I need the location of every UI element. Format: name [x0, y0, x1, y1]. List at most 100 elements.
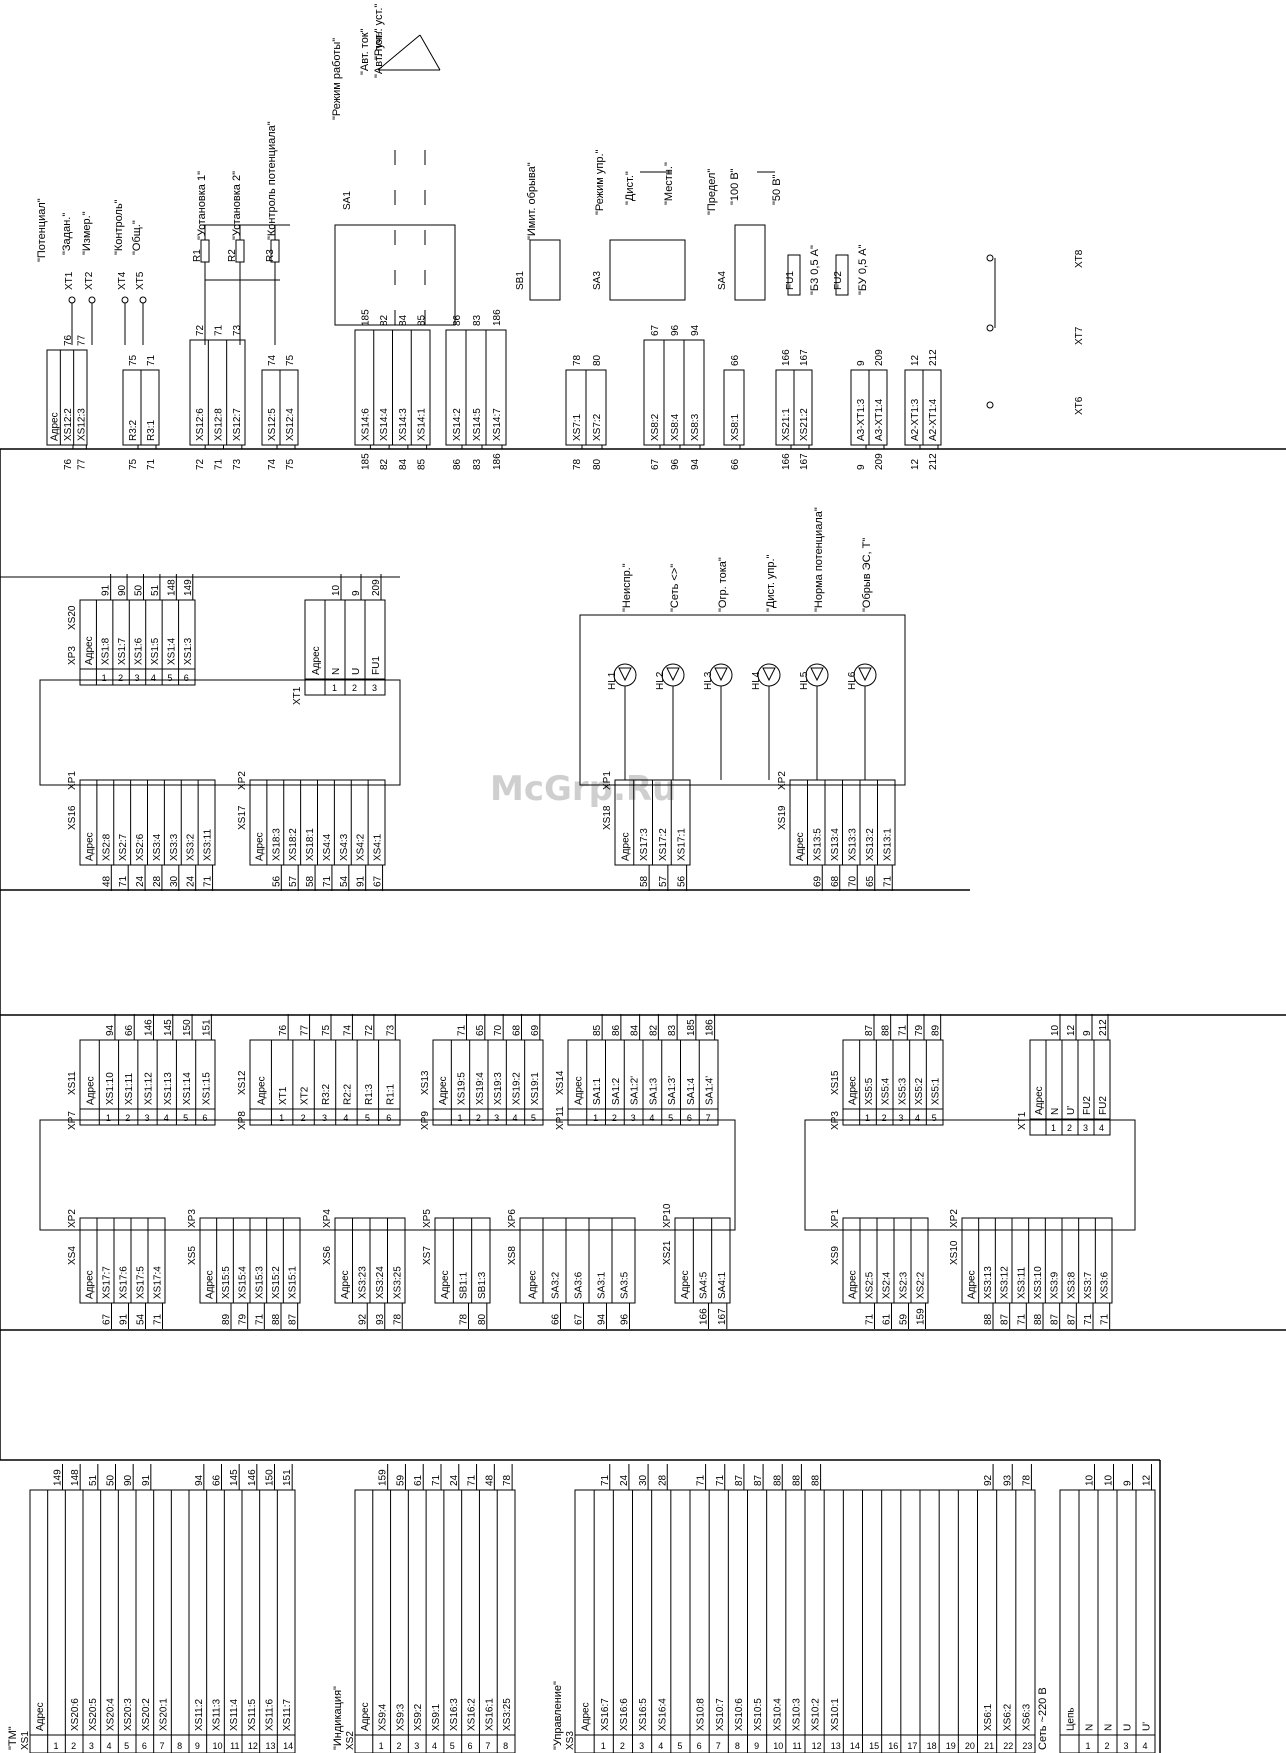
- switch-id: FU1: [785, 271, 796, 290]
- pin-number: 1: [601, 1741, 606, 1751]
- pin-number: 14: [283, 1741, 293, 1751]
- pin-number: 3: [145, 1113, 150, 1123]
- table-cell: XS12:5: [267, 408, 278, 441]
- table-cell: XS12:2: [63, 408, 74, 441]
- pin-number: 3: [1124, 1741, 1129, 1751]
- wire-number: 96: [620, 1313, 631, 1325]
- table-cell: XS4:4: [322, 833, 333, 861]
- pin-number: 1: [1086, 1741, 1091, 1751]
- table-cell: XS3:23: [357, 1266, 368, 1299]
- table-cell: XS3:13: [983, 1266, 994, 1299]
- pin-number: 3: [1083, 1123, 1088, 1133]
- ground-terminal-icon: [986, 401, 994, 409]
- table-cell: XS14:2: [452, 408, 463, 441]
- pin-number: 2: [71, 1741, 76, 1751]
- table-cell: XS1:15: [201, 1072, 212, 1105]
- pin-number: 3: [89, 1741, 94, 1751]
- pin-number: 19: [946, 1741, 956, 1751]
- table-cell: XS16:4: [657, 1698, 668, 1731]
- pin-number: 1: [379, 1741, 384, 1751]
- wire-number: 78: [502, 1474, 513, 1486]
- wire-number: 148: [166, 579, 177, 596]
- top-terminal-block: [189, 339, 246, 446]
- wire-number: 71: [214, 324, 225, 336]
- wire-number: 10: [1104, 1474, 1115, 1486]
- wire-number: 54: [339, 875, 350, 887]
- table-cell: XS17:6: [119, 1266, 130, 1299]
- table-cell: XS16:7: [600, 1698, 611, 1731]
- connector-id: XP1: [830, 1209, 841, 1228]
- wire-number: 75: [321, 1024, 332, 1036]
- connector-id: XP2: [67, 1209, 78, 1228]
- table-cell: SA1:4: [686, 1077, 697, 1105]
- ground-terminal-icon: [986, 324, 994, 332]
- wire-number: 58: [305, 875, 316, 887]
- wire-number: 78: [572, 458, 583, 470]
- control-label: "Контроль": [113, 199, 125, 255]
- connector-id: XP10: [662, 1203, 673, 1228]
- wire-number: 69: [812, 875, 823, 887]
- table-cell: XS7:1: [572, 413, 583, 441]
- wire-number: 80: [477, 1313, 488, 1325]
- control-label: "Имит. обрыва": [526, 162, 538, 240]
- switch-sa4-frame: [734, 224, 766, 301]
- table-cell: XS11:3: [212, 1699, 223, 1731]
- table-cell: XS17:3: [639, 828, 650, 861]
- connector-id: XS3: [565, 1731, 576, 1750]
- wire-number: 30: [638, 1474, 649, 1486]
- wire-number: 88: [983, 1313, 994, 1325]
- wire-number: 87: [1066, 1313, 1077, 1325]
- pin-number: 9: [754, 1741, 759, 1751]
- wire-number: 212: [1098, 1019, 1109, 1036]
- table-cell: R3:1: [146, 419, 157, 441]
- table-cell: FU2: [1082, 1096, 1093, 1115]
- table-cell: R1:3: [364, 1083, 375, 1105]
- wire-number: 86: [452, 458, 463, 470]
- table-cell: XS2:2: [916, 1271, 927, 1299]
- table-cell: XS18:1: [305, 828, 316, 861]
- wire-number: 74: [342, 1024, 353, 1036]
- wire-number: 65: [475, 1024, 486, 1036]
- wire-number: 73: [385, 1024, 396, 1036]
- connector-id: XT1: [292, 686, 303, 705]
- wire-number: 56: [271, 875, 282, 887]
- table-cell: Адрес: [254, 832, 265, 861]
- wire-number: 71: [118, 875, 129, 887]
- pin-number: 2: [476, 1113, 481, 1123]
- wire-number: 89: [221, 1313, 232, 1325]
- pin-number: 4: [107, 1741, 112, 1751]
- wire-number: 88: [1033, 1313, 1044, 1325]
- pin-number: 1: [279, 1113, 284, 1123]
- wire-number: 145: [229, 1469, 240, 1486]
- pin-number: 2: [301, 1113, 306, 1123]
- switch-id: XT4: [117, 271, 128, 290]
- socket-id: XS21: [662, 1240, 673, 1265]
- wire-number: 75: [285, 354, 296, 366]
- pin-number: 2: [396, 1741, 401, 1751]
- wire-number: 91: [101, 584, 112, 596]
- table-cell: Адрес: [35, 1702, 46, 1731]
- table-cell: R3:2: [128, 419, 139, 441]
- wire-number: 71: [431, 1474, 442, 1486]
- table-cell: XT2: [300, 1086, 311, 1105]
- pin-number: 8: [503, 1741, 508, 1751]
- wire-number: 90: [117, 584, 128, 596]
- a1-frame: [39, 1119, 736, 1231]
- table-cell: XS3:11: [203, 829, 214, 861]
- connector-id: XS2: [345, 1731, 356, 1750]
- connector-id: XP11: [555, 1106, 566, 1130]
- table-cell: XS19:4: [475, 1072, 486, 1105]
- wire-number: 85: [417, 458, 428, 470]
- pin-number: 3: [322, 1113, 327, 1123]
- wire-number: 71: [696, 1474, 707, 1486]
- diode-icon: [762, 667, 776, 682]
- wire-number: 150: [182, 1019, 193, 1036]
- table-cell: XS3:6: [1100, 1271, 1111, 1299]
- table-cell: R3:2: [321, 1083, 332, 1105]
- table-cell: FU2: [1098, 1096, 1109, 1115]
- wire-number: 87: [1000, 1313, 1011, 1325]
- connector-table: [29, 1489, 296, 1753]
- wire-number: 83: [667, 1024, 678, 1036]
- table-cell: XS18:2: [288, 828, 299, 861]
- connector-id: XP3: [67, 646, 78, 665]
